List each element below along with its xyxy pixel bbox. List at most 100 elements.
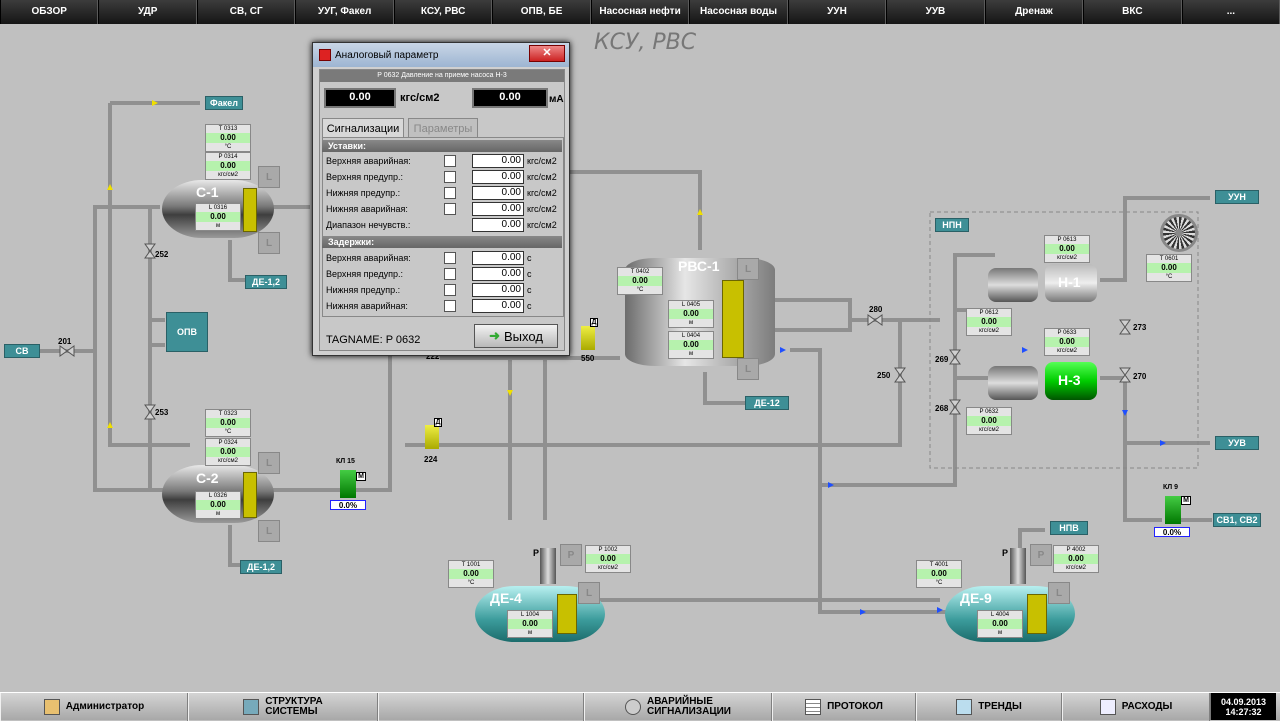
delay-checkbox[interactable] xyxy=(444,284,456,296)
valve-270-label[interactable]: 270 xyxy=(1133,372,1147,381)
nav-more[interactable]: ... xyxy=(1181,0,1280,24)
valve-550-label[interactable]: 550 xyxy=(581,354,595,363)
kl9-position[interactable]: 0.0% xyxy=(1154,527,1190,537)
delay-input[interactable]: 0.00 xyxy=(472,251,524,265)
valve-222-label[interactable]: 222 xyxy=(426,352,440,361)
delay-input[interactable]: 0.00 xyxy=(472,267,524,281)
pump-de9[interactable] xyxy=(1010,548,1026,584)
valve-224[interactable] xyxy=(425,425,439,449)
pump-n3[interactable] xyxy=(1045,362,1097,400)
tag-uuv[interactable]: УУВ xyxy=(1215,436,1259,450)
nav-water-pumps[interactable]: Насосная воды xyxy=(689,0,788,24)
de9-level-button[interactable]: L xyxy=(1048,582,1070,604)
nav-sv-sg[interactable]: СВ, СГ xyxy=(196,0,296,24)
valve-201-label[interactable]: 201 xyxy=(58,337,72,346)
user-button[interactable]: Администратор xyxy=(0,693,188,721)
costs-button[interactable]: РАСХОДЫ xyxy=(1062,693,1210,721)
nav-uuv[interactable]: УУВ xyxy=(886,0,985,24)
tag-opv[interactable]: ОПВ xyxy=(166,312,208,352)
kl9-valve[interactable] xyxy=(1165,496,1181,524)
setpoint-checkbox[interactable] xyxy=(444,187,456,199)
pump-de4[interactable] xyxy=(540,548,556,584)
nav-uug-fakel[interactable]: УУГ, Факел xyxy=(295,0,394,24)
delay-input[interactable]: 0.00 xyxy=(472,299,524,313)
nav-vks[interactable]: ВКС xyxy=(1083,0,1182,24)
kl9-mode[interactable]: М xyxy=(1181,496,1191,505)
tag-de12-rvs[interactable]: ДЕ-12 xyxy=(745,396,789,410)
exit-button[interactable]: ➜ Выход xyxy=(474,324,558,348)
valve-280-label[interactable]: 280 xyxy=(869,305,883,314)
tag-sv12[interactable]: СВ1, СВ2 xyxy=(1213,513,1261,527)
tag-uun[interactable]: УУН xyxy=(1215,190,1259,204)
de4-level-button[interactable]: L xyxy=(578,582,600,604)
setpoint-input[interactable]: 0.00 xyxy=(472,186,524,200)
tag-sv[interactable]: СВ xyxy=(4,344,40,358)
setpoint-input[interactable]: 0.00 xyxy=(472,202,524,216)
delay-checkbox[interactable] xyxy=(444,252,456,264)
tag-de12-top[interactable]: ДЕ-1,2 xyxy=(245,275,287,289)
pump-n1[interactable] xyxy=(1045,264,1097,302)
setpoint-checkbox[interactable] xyxy=(444,155,456,167)
valve-550-mode[interactable]: Д xyxy=(590,318,598,327)
setpoint-checkbox[interactable] xyxy=(444,171,456,183)
setpoint-input[interactable]: 0.00 xyxy=(472,154,524,168)
valve-250-label[interactable]: 250 xyxy=(877,371,891,380)
dialog-close-button[interactable]: ✕ xyxy=(529,45,565,62)
nav-uun[interactable]: УУН xyxy=(787,0,887,24)
tag-fakel[interactable]: Факел xyxy=(205,96,243,110)
valve-268-label[interactable]: 268 xyxy=(935,404,949,413)
valve-273-label[interactable]: 273 xyxy=(1133,323,1147,332)
delay-input[interactable]: 0.00 xyxy=(472,283,524,297)
tag-npv[interactable]: НПВ xyxy=(1050,521,1088,535)
rvs1-level-button-top[interactable]: L xyxy=(737,258,759,280)
nav-opv-be[interactable]: ОПВ, БЕ xyxy=(492,0,591,24)
delay-checkbox[interactable] xyxy=(444,268,456,280)
setpoint-input[interactable]: 0.00 xyxy=(472,170,524,184)
setpoint-input[interactable]: 0.00 xyxy=(472,218,524,232)
nav-oil-pumps[interactable]: Насосная нефти xyxy=(590,0,690,24)
valve-224-label[interactable]: 224 xyxy=(424,455,438,464)
tab-alarms[interactable]: Сигнализации xyxy=(322,118,404,138)
delay-checkbox[interactable] xyxy=(444,300,456,312)
c2-level-button-bottom[interactable]: L xyxy=(258,520,280,542)
protocol-button[interactable]: ПРОТОКОЛ xyxy=(772,693,916,721)
setpoint-checkbox[interactable] xyxy=(444,203,456,215)
rvs1-level-button-bottom[interactable]: L xyxy=(737,358,759,380)
de9-p-button[interactable]: P xyxy=(1030,544,1052,566)
valve-252-label[interactable]: 252 xyxy=(155,250,169,259)
c2-level-button-top[interactable]: L xyxy=(258,452,280,474)
kl15-position[interactable]: 0.0% xyxy=(330,500,366,510)
tag-de12-bottom[interactable]: ДЕ-1,2 xyxy=(240,560,282,574)
valve-224-mode[interactable]: Д xyxy=(434,418,442,427)
fan-icon[interactable] xyxy=(1160,214,1198,252)
tab-parameters[interactable]: Параметры xyxy=(408,118,478,138)
de4-p-button[interactable]: P xyxy=(560,544,582,566)
valve-253-label[interactable]: 253 xyxy=(155,408,169,417)
nav-ksu-rvs[interactable]: КСУ, РВС xyxy=(393,0,493,24)
valve-550[interactable] xyxy=(581,326,595,350)
nav-overview[interactable]: ОБЗОР xyxy=(0,0,99,24)
kl15-valve[interactable] xyxy=(340,470,356,498)
